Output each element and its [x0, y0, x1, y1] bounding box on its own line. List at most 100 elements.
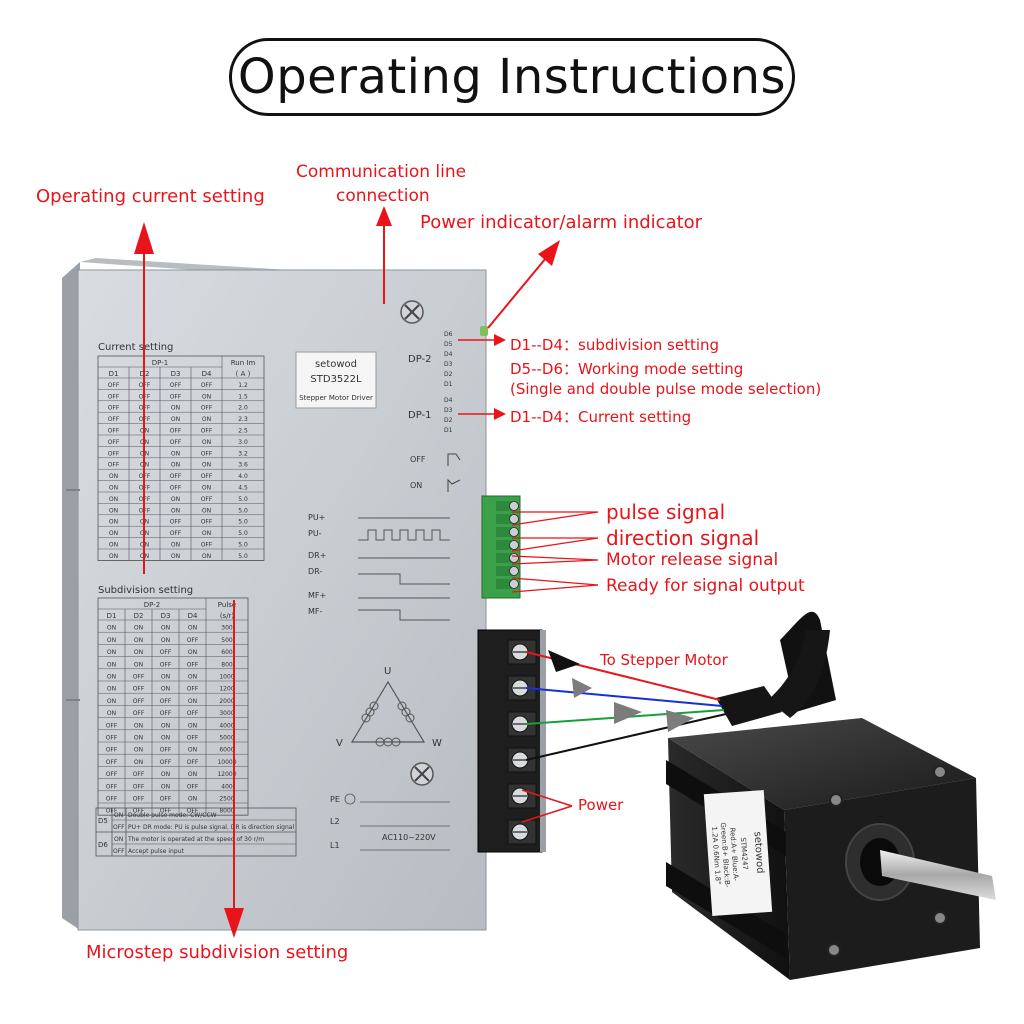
current-cell: OFF: [201, 496, 213, 503]
current-cell: OFF: [170, 393, 182, 400]
current-cell: ON: [171, 496, 180, 503]
label-power-indicator: Power indicator/alarm indicator: [420, 212, 703, 233]
annotation-arrows: [134, 206, 599, 938]
d6-label: D6: [98, 841, 108, 849]
signal-label: DR-: [308, 567, 322, 576]
sub-cell: ON: [134, 637, 143, 644]
driver-brand: setowod: [315, 359, 357, 370]
current-cell: OFF: [108, 416, 120, 423]
current-cell: OFF: [170, 382, 182, 389]
current-cell: OFF: [170, 530, 182, 537]
phase-v: V: [336, 738, 343, 749]
power-labels: PE L2 AC110~220V L1: [330, 793, 450, 851]
d6-on: ON: [114, 836, 123, 843]
current-cell: 4.0: [238, 473, 248, 480]
current-cell: ON: [202, 416, 211, 423]
driver-model: STD3522L: [310, 374, 362, 385]
signal-terminal-screw: [509, 540, 519, 550]
label-d5d6-mode: D5--D6：Working mode setting: [510, 360, 744, 378]
signal-terminal-slot: [496, 579, 512, 589]
current-cell: ON: [202, 553, 211, 560]
dp2-label: DP-2: [408, 354, 431, 365]
current-cell: 5.0: [238, 530, 248, 537]
arrow-gray-3: [666, 710, 694, 732]
sub-cell: 1200: [219, 686, 234, 693]
l1-label: L1: [330, 841, 340, 850]
signal-terminal-slot: [496, 566, 512, 576]
current-cell: 1.2: [238, 382, 248, 389]
current-cell: OFF: [201, 473, 213, 480]
current-cell: ON: [171, 507, 180, 514]
current-cell: OFF: [170, 439, 182, 446]
sub-cell: ON: [161, 625, 170, 632]
signal-label: MF-: [308, 607, 323, 616]
current-cell: OFF: [108, 428, 120, 435]
sub-col-header: D1: [107, 612, 117, 620]
sub-cell: ON: [188, 796, 197, 803]
sub-cell: 5000: [219, 735, 234, 742]
sub-cell: OFF: [160, 698, 172, 705]
sub-cell: OFF: [106, 783, 118, 790]
current-cell: 2.0: [238, 405, 248, 412]
current-cell: 3.0: [238, 439, 248, 446]
sub-cell: ON: [161, 771, 170, 778]
page-title: Operating Instructions: [237, 49, 787, 105]
sub-cell: ON: [107, 710, 116, 717]
signal-terminal-screw: [509, 566, 519, 576]
current-cell: OFF: [108, 393, 120, 400]
current-cell: ON: [109, 530, 118, 537]
phase-w: W: [432, 738, 442, 749]
sub-cell: ON: [134, 625, 143, 632]
sub-cell: ON: [188, 625, 197, 632]
current-cell: OFF: [201, 450, 213, 457]
signal-terminal-slot: [496, 553, 512, 563]
sub-cell: 12000: [217, 771, 236, 778]
current-table: DP-1D1D2D3D4Run Im( A )OFFOFFOFFOFF1.2OF…: [97, 355, 265, 561]
sub-cell: ON: [107, 637, 116, 644]
signal-terminal-screw: [509, 553, 519, 563]
motor-wire-a: Red:A+ Blue:A-: [728, 827, 740, 881]
current-cell: 5.0: [238, 542, 248, 549]
sub-value-header: Pulse: [218, 601, 236, 609]
motor-connector: [716, 686, 782, 726]
sub-cell: OFF: [106, 771, 118, 778]
sub-cell: ON: [134, 747, 143, 754]
l2-label: L2: [330, 817, 340, 826]
dp1-label: DP-1: [408, 410, 431, 421]
sub-cell: OFF: [187, 808, 199, 815]
signal-label: MF+: [308, 591, 326, 600]
dip-label: D2: [444, 371, 453, 378]
sub-cell: OFF: [160, 661, 172, 668]
sub-cell: ON: [161, 722, 170, 729]
on-label: ON: [410, 481, 422, 490]
current-cell: 5.0: [238, 519, 248, 526]
dip-label: D3: [444, 407, 453, 414]
current-cell: ON: [202, 462, 211, 469]
sub-table-title: Subdivision setting: [98, 585, 193, 596]
sub-cell: OFF: [133, 710, 145, 717]
sub-cell: ON: [134, 722, 143, 729]
sub-cell: OFF: [160, 759, 172, 766]
sub-cell: ON: [188, 747, 197, 754]
current-cell: 5.0: [238, 496, 248, 503]
current-cell: 3.6: [238, 462, 248, 469]
sub-cell: ON: [188, 674, 197, 681]
sub-cell: 2000: [219, 698, 234, 705]
sub-cell: ON: [161, 674, 170, 681]
sub-cell: 600: [221, 649, 233, 656]
sub-cell: 500: [221, 637, 233, 644]
sub-cell: 2500: [219, 796, 234, 803]
current-cell: ON: [171, 462, 180, 469]
current-cell: ON: [109, 507, 118, 514]
sub-cell: ON: [161, 735, 170, 742]
sub-cell: OFF: [187, 735, 199, 742]
current-cell: ON: [171, 405, 180, 412]
current-cell: ON: [171, 542, 180, 549]
sub-cell: OFF: [187, 710, 199, 717]
sub-cell: 1000: [219, 674, 234, 681]
signal-terminal-screw: [509, 579, 519, 589]
dip-label: D1: [444, 427, 453, 434]
current-cell: ON: [109, 519, 118, 526]
